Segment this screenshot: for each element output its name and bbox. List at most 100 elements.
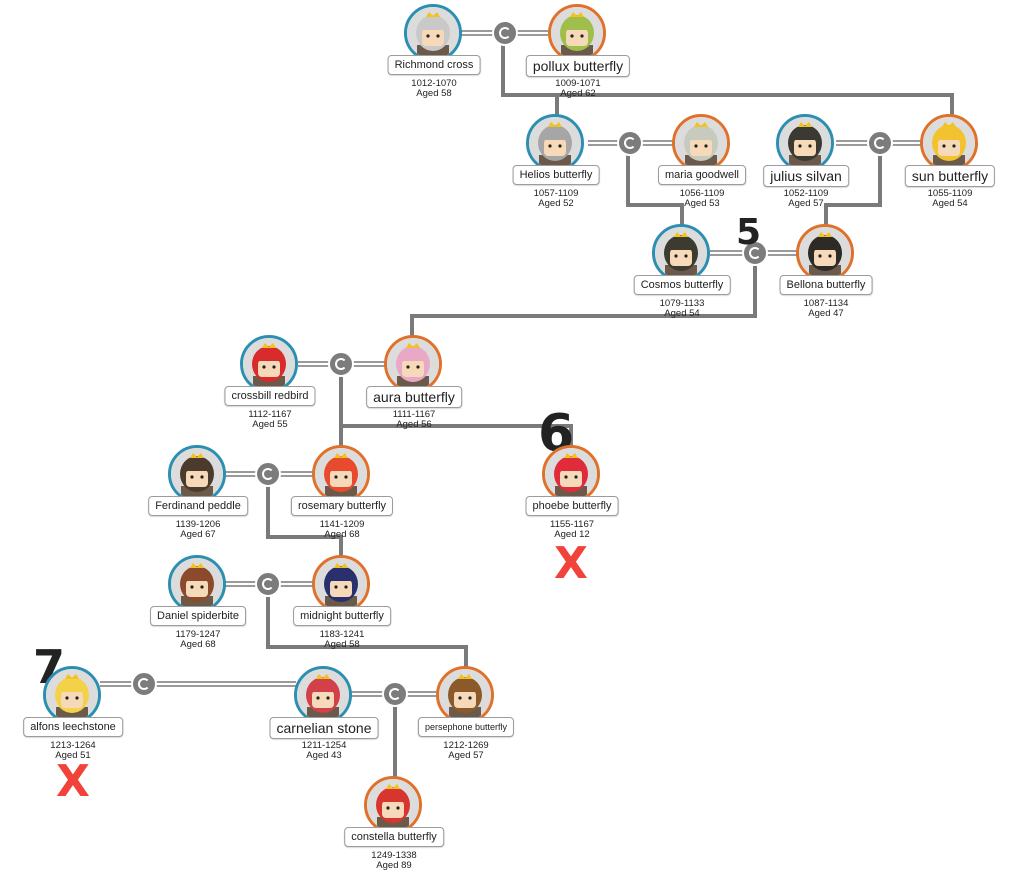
portrait-drawing <box>171 448 223 500</box>
person-name: aura butterfly <box>366 386 462 408</box>
portrait-icon <box>168 555 226 613</box>
generation-marker: 5 <box>736 212 762 253</box>
person-name: alfons leechstone <box>23 717 123 737</box>
portrait-icon <box>776 114 834 172</box>
descent-lines <box>266 31 954 780</box>
portrait-icon <box>672 114 730 172</box>
portrait-icon <box>920 114 978 172</box>
portrait-icon <box>652 224 710 282</box>
portrait-drawing <box>551 7 603 59</box>
person-name: crossbill redbird <box>224 386 316 406</box>
portrait-drawing <box>675 117 727 169</box>
portrait-drawing <box>799 227 851 279</box>
marriage-ring-icon <box>255 571 281 597</box>
portrait-icon <box>796 224 854 282</box>
portrait-drawing <box>779 117 831 169</box>
portrait-icon <box>548 4 606 62</box>
portrait-drawing <box>171 558 223 610</box>
portrait-drawing <box>297 669 349 721</box>
portrait-drawing <box>367 779 419 831</box>
person-name: carnelian stone <box>269 717 379 739</box>
marriage-ring-icon <box>617 130 643 156</box>
portrait-drawing <box>315 448 367 500</box>
person-name: sun butterfly <box>904 165 996 187</box>
person-name: midnight butterfly <box>293 606 391 626</box>
portrait-drawing <box>315 558 367 610</box>
portrait-icon <box>168 445 226 503</box>
portrait-icon <box>364 776 422 834</box>
portrait-drawing <box>387 338 439 390</box>
portrait-icon <box>294 666 352 724</box>
marriage-ring-icon <box>131 671 157 697</box>
portrait-drawing <box>407 7 459 59</box>
person-name: constella butterfly <box>344 827 444 847</box>
person-name: Ferdinand peddle <box>148 496 248 516</box>
person-name: julius silvan <box>763 165 849 187</box>
person-name: Cosmos butterfly <box>633 275 731 295</box>
portrait-icon <box>526 114 584 172</box>
person-name: persephone butterfly <box>417 717 515 737</box>
portrait-icon <box>312 555 370 613</box>
portrait-icon <box>404 4 462 62</box>
deceased-cross-mark: X <box>554 538 588 589</box>
person-name: rosemary butterfly <box>290 496 394 516</box>
person-name: Daniel spiderbite <box>150 606 246 626</box>
person-name: phoebe butterfly <box>525 496 619 516</box>
portrait-icon <box>436 666 494 724</box>
deceased-cross-mark: X <box>56 756 90 807</box>
person-name: Richmond cross <box>387 55 481 75</box>
portrait-icon <box>240 335 298 393</box>
person-name: Helios butterfly <box>512 165 600 185</box>
marriage-ring-icon <box>867 130 893 156</box>
marriage-ring-icon <box>255 461 281 487</box>
person-name: Bellona butterfly <box>779 275 873 295</box>
portrait-icon <box>384 335 442 393</box>
person-name: pollux butterfly <box>525 55 631 77</box>
marriage-ring-icon <box>328 351 354 377</box>
portrait-drawing <box>46 669 98 721</box>
portrait-icon <box>312 445 370 503</box>
portrait-drawing <box>529 117 581 169</box>
portrait-drawing <box>439 669 491 721</box>
portrait-drawing <box>923 117 975 169</box>
portrait-icon <box>542 445 600 503</box>
